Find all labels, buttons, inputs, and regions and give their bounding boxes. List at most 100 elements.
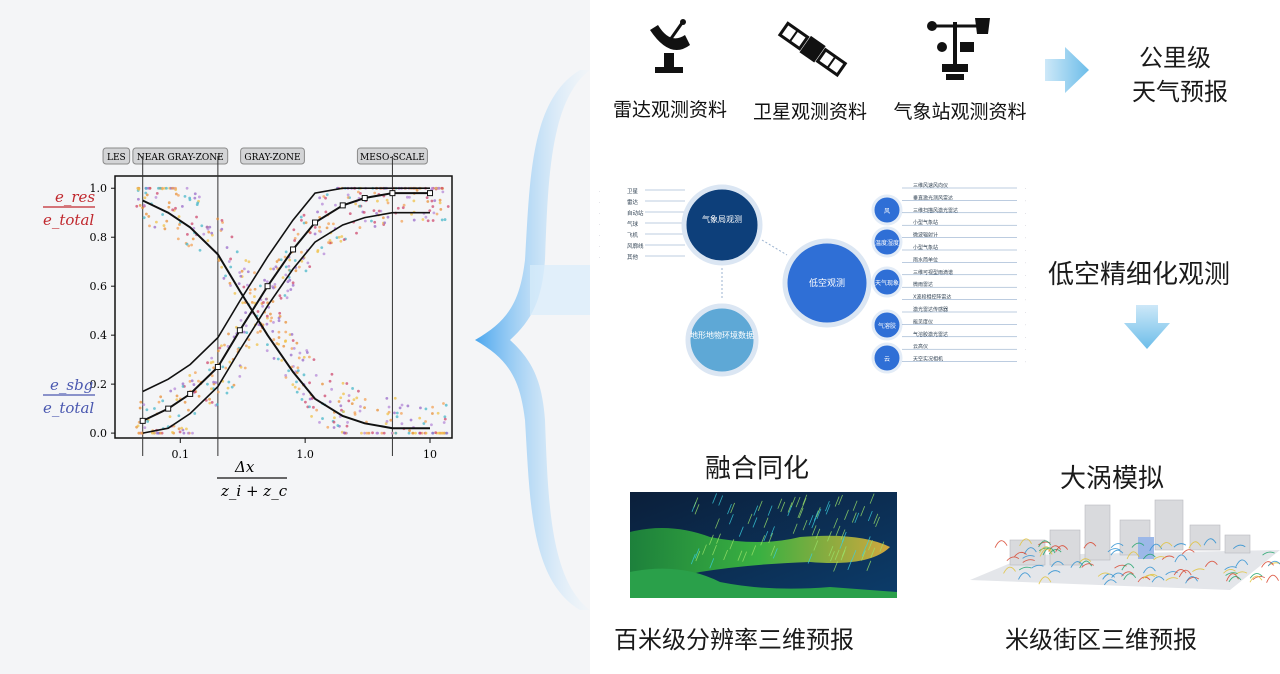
svg-text:·: · [1025, 360, 1026, 365]
right-node-label: 温度湿度 [875, 239, 899, 247]
median-marker [427, 190, 434, 197]
right-node-label: 天气现象 [875, 279, 899, 287]
median-marker [214, 363, 221, 370]
scatter-points [135, 186, 450, 435]
right-item-label: 微雨雷达 [913, 281, 933, 288]
left-item-label: 雷达 [627, 198, 639, 206]
right-item-label: 三维风速风向仪 [913, 182, 948, 189]
observation-network-diagram: 卫星·雷达·自动站·气球·飞机·风廓线·其他· 气象局观测 地形地物环境数据 低… [599, 182, 1026, 377]
right-node-label: 云 [884, 356, 890, 363]
assimilation-forecast-image [630, 492, 897, 598]
fit-curves [139, 187, 434, 434]
left-item-label: 自动站 [627, 209, 644, 217]
ylabel-top-denominator: e_total [43, 211, 94, 229]
bureau-node-label: 气象局观测 [702, 214, 742, 224]
svg-text:·: · [1025, 285, 1026, 290]
x-tick-label: 0.1 [172, 448, 190, 461]
left-item-label: 飞机 [627, 231, 639, 239]
median-marker [312, 219, 319, 226]
y-tick-label: 1.0 [90, 182, 108, 195]
right-item-list: 三维风速风向仪·垂直激光测风雷达·三维扫描风激光雷达·小型气象站·微波辐射计·小… [902, 182, 1026, 365]
center-node [782, 238, 872, 328]
svg-text:LES: LES [107, 153, 126, 163]
svg-text:NEAR GRAY-ZONE: NEAR GRAY-ZONE [137, 153, 224, 163]
svg-text:·: · [599, 255, 600, 260]
terrain-node-label: 地形地物环境数据 [690, 330, 754, 340]
left-item-label: 风廓线 [627, 242, 644, 250]
right-item-label: 云高仪 [913, 343, 928, 350]
median-marker [236, 327, 243, 334]
left-item-list: 卫星·雷达·自动站·气球·飞机·风廓线·其他· [599, 188, 685, 261]
svg-text:·: · [1025, 322, 1026, 327]
right-item-label: 能见度仪 [913, 318, 933, 325]
km-forecast-line1: 公里级 [1139, 44, 1211, 72]
x-tick-label: 10 [423, 448, 437, 461]
svg-text:·: · [1025, 223, 1026, 228]
median-marker [187, 390, 194, 397]
svg-text:·: · [1025, 335, 1026, 340]
terrain-node [685, 303, 759, 377]
weather-station-icon [927, 18, 990, 80]
svg-text:·: · [599, 189, 600, 194]
les-street-image [970, 499, 1280, 590]
left-item-label: 其他 [627, 253, 639, 261]
right-node [871, 194, 903, 226]
ylabel-bottom-numerator: e_sbg [50, 376, 93, 394]
median-marker [139, 417, 146, 424]
radar-observation-label: 雷达观测资料 [612, 99, 727, 121]
les-title: 大涡模拟 [1060, 464, 1165, 494]
fit-curve [142, 199, 430, 430]
svg-text:·: · [599, 200, 600, 205]
regime-tag: NEAR GRAY-ZONE [132, 147, 229, 165]
right-item-label: 小型气象站 [913, 244, 938, 251]
right-item-label: 三维扫描风激光雷达 [913, 207, 958, 214]
svg-text:·: · [599, 211, 600, 216]
svg-text:·: · [1025, 211, 1026, 216]
svg-text:·: · [1025, 186, 1026, 191]
xlabel-numerator: Δx [234, 458, 255, 476]
x-ticks: 0.1 1.0 10 [172, 438, 437, 461]
svg-text:·: · [1025, 236, 1026, 241]
svg-text:·: · [599, 233, 600, 238]
svg-text:·: · [599, 244, 600, 249]
bureau-node [681, 184, 763, 266]
ylabel-bottom-denominator: e_total [43, 399, 94, 417]
assimilation-title: 融合同化 [705, 454, 810, 484]
ylabel-top-numerator: e_res [55, 188, 95, 206]
svg-text:·: · [1025, 347, 1026, 352]
left-item-label: 卫星 [627, 188, 639, 195]
right-node-label: 气溶胶 [878, 322, 896, 330]
regime-tag: GRAY-ZONE [240, 147, 305, 165]
km-forecast-line2: 天气预报 [1132, 78, 1228, 106]
plot-frame [114, 175, 453, 439]
svg-text:·: · [1025, 248, 1026, 253]
y-tick-label: 0.2 [90, 378, 108, 391]
right-item-label: 雨水简单位 [913, 256, 938, 263]
x-tick-label: 1.0 [296, 448, 314, 461]
regime-tag: LES [102, 147, 131, 165]
median-marker [339, 202, 346, 209]
brace-shape [475, 70, 590, 610]
right-node [871, 342, 903, 374]
svg-text:·: · [1025, 298, 1026, 303]
right-item-label: 激光雷达传感器 [913, 306, 948, 313]
right-item-label: 气溶胶激光雷达 [913, 331, 948, 338]
median-marker [165, 405, 172, 412]
hundred-meter-forecast-caption: 百米级分辨率三维预报 [614, 626, 854, 654]
fit-curve [142, 192, 430, 422]
right-item-label: 垂直激光测风雷达 [913, 194, 953, 201]
arrow-down-icon [1124, 305, 1170, 349]
median-marker [389, 190, 396, 197]
regime-boundaries [142, 156, 393, 456]
arrow-right-icon [1045, 47, 1089, 93]
y-tick-label: 0.0 [90, 427, 108, 440]
right-node [871, 309, 903, 341]
svg-text:·: · [1025, 198, 1026, 203]
center-node-label: 低空观测 [809, 277, 845, 289]
right-item-label: 微波辐射计 [913, 232, 938, 239]
right-node [871, 226, 903, 258]
low-altitude-observation-label: 低空精细化观测 [1048, 260, 1231, 290]
y-tick-label: 0.8 [90, 231, 108, 244]
right-item-label: 三维可视型雨滴谱 [913, 269, 953, 276]
